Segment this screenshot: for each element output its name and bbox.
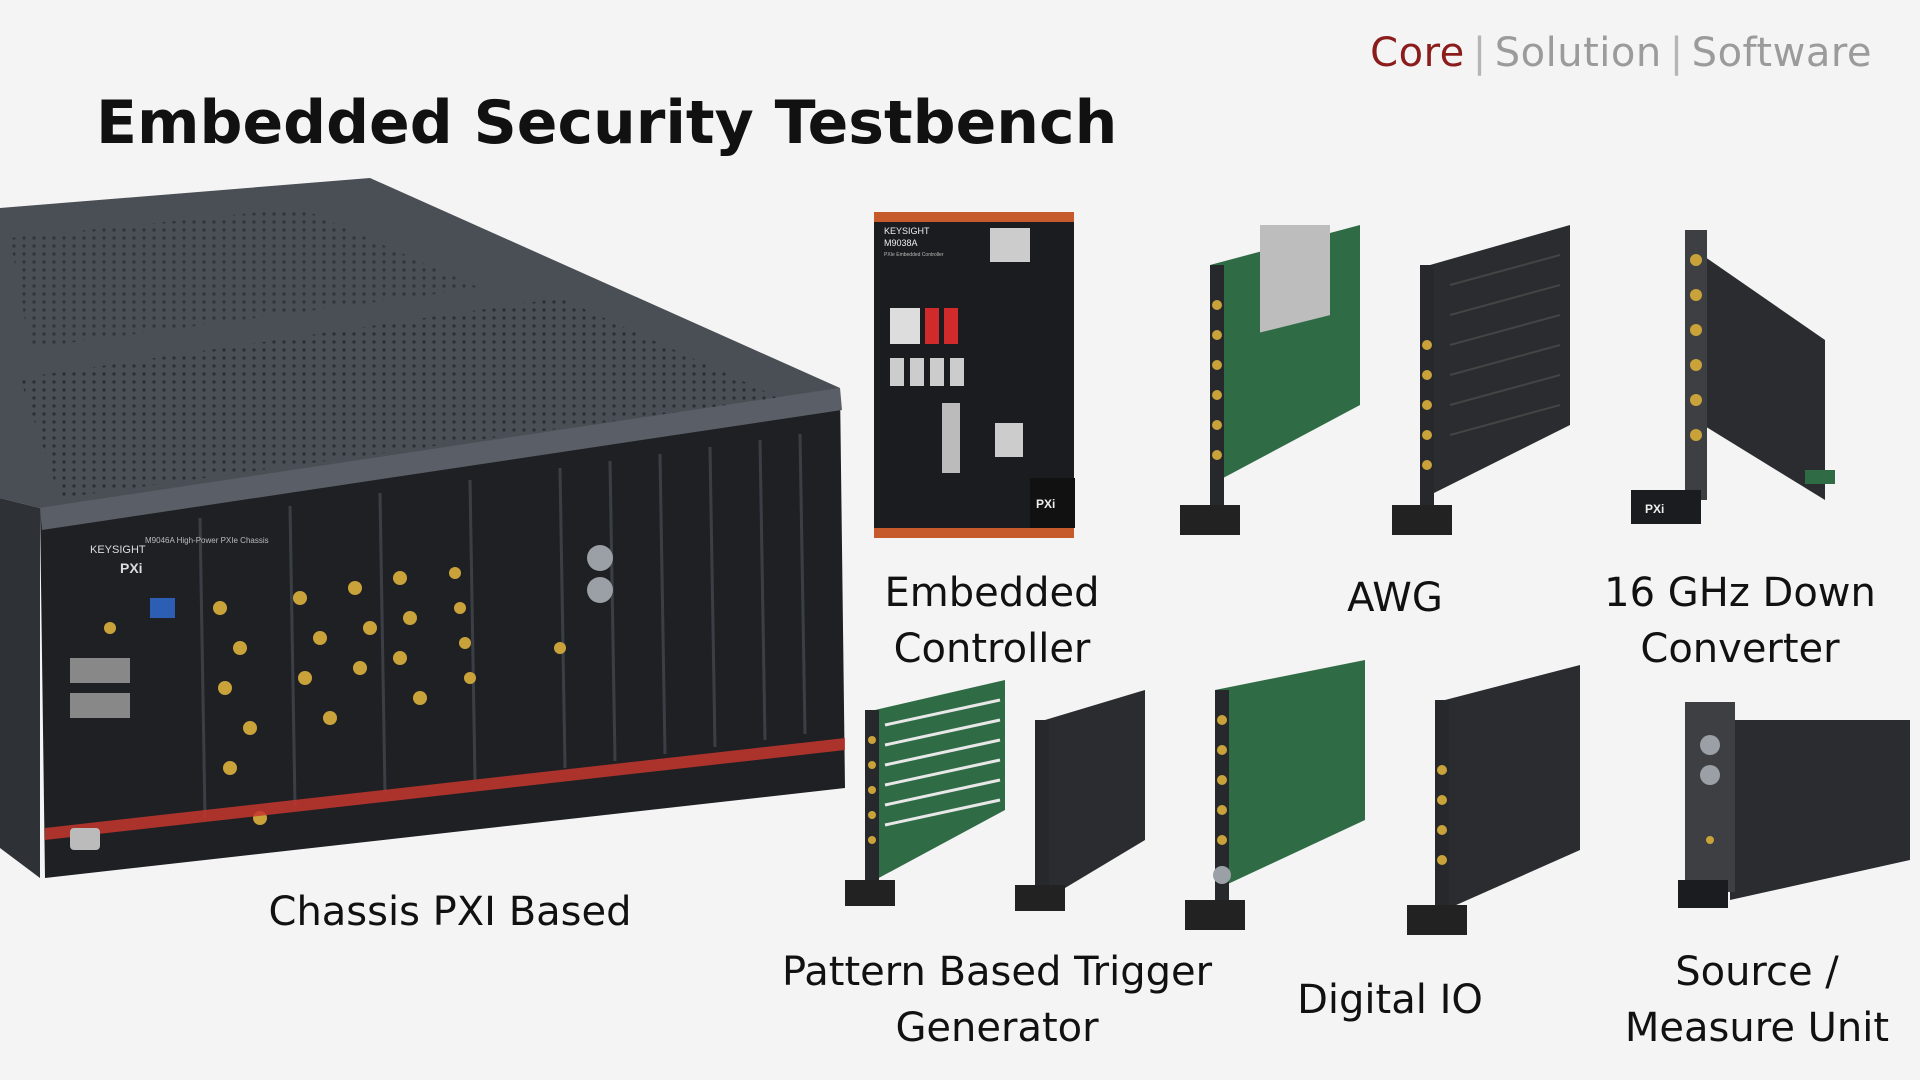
smu-label: Source / Measure Unit	[1624, 949, 1890, 1051]
nav-item-solution[interactable]: Solution	[1494, 30, 1662, 76]
chassis-label: Chassis PXI Based	[268, 889, 632, 935]
chassis-image: KEYSIGHT PXi M9046A High-Power PXIe Chas…	[0, 178, 845, 878]
embedded-controller-image: KEYSIGHT M9038A PXIe Embedded Controller…	[874, 212, 1075, 538]
nav-item-software[interactable]: Software	[1691, 30, 1872, 76]
smu-image	[1678, 702, 1910, 908]
chassis-pxi-logo: PXi	[120, 560, 143, 576]
controller-brand: KEYSIGHT	[884, 226, 930, 236]
nav-separator: |	[1669, 30, 1684, 76]
nav-separator: |	[1472, 30, 1487, 76]
controller-subtitle: PXIe Embedded Controller	[884, 252, 944, 258]
down-converter-image: PXi	[1631, 230, 1835, 524]
awg-image	[1180, 225, 1570, 535]
trigger-generator-label: Pattern Based Trigger Generator	[781, 949, 1213, 1051]
controller-pxi-logo: PXi	[1036, 497, 1055, 511]
down-converter-label: 16 GHz Down Converter	[1604, 570, 1876, 672]
chassis-brand: KEYSIGHT	[90, 544, 146, 556]
digital-io-label: Digital IO	[1297, 977, 1483, 1023]
awg-label: AWG	[1347, 575, 1443, 621]
controller-model: M9038A	[884, 238, 918, 248]
chassis-model: M9046A High-Power PXIe Chassis	[145, 536, 269, 545]
digital-io-image	[1185, 660, 1580, 935]
trigger-generator-image	[845, 680, 1145, 911]
page-title: Embedded Security Testbench	[96, 88, 1118, 158]
section-nav: Core|Solution|Software	[1370, 30, 1872, 76]
down-converter-pxi-logo: PXi	[1645, 502, 1664, 516]
nav-item-core[interactable]: Core	[1370, 30, 1465, 76]
embedded-controller-label: Embedded Controller	[884, 570, 1100, 672]
